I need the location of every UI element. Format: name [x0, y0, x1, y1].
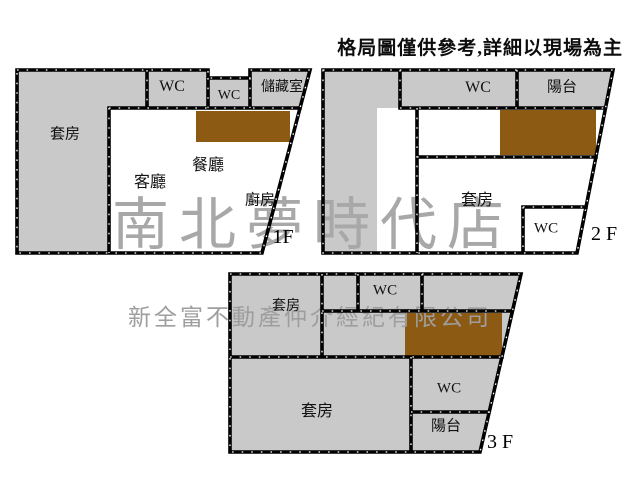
- floor1-storage-fill: [250, 70, 310, 108]
- floor2-balcony-fill: [517, 70, 613, 108]
- floor-label-3f: 3 F: [486, 431, 514, 453]
- room-label-wc-bottom-2f: WC: [533, 220, 559, 237]
- floor1-furniture-block: [196, 111, 290, 142]
- room-label-living-1f: 客廳: [133, 174, 167, 191]
- wall-tick-marks: [16, 69, 614, 453]
- floor-label-1f: 1F: [272, 226, 294, 248]
- watermark-store-name: 南北夢時代店: [112, 194, 514, 257]
- floor1-wc1-fill: [147, 70, 208, 108]
- room-label-dining-1f: 餐廳: [191, 157, 225, 174]
- room-label-wc2-1f: WC: [217, 88, 241, 103]
- floor1-suite-fill: [17, 70, 147, 253]
- room-label-suite-1f: 套房: [49, 126, 81, 143]
- floor2-left-wing-fill: [323, 70, 400, 253]
- floor-label-2f: 2 F: [590, 223, 618, 245]
- wall-lines: [15, 68, 615, 454]
- room-label-wc-right-3f: WC: [436, 380, 462, 397]
- room-label-wc-top-3f: WC: [372, 282, 398, 299]
- room-label-wc1-1f: WC: [159, 78, 185, 95]
- room-label-suite-main-3f: 套房: [300, 403, 334, 420]
- floor2-wc-top-fill: [400, 70, 517, 108]
- disclaimer-text: 格局圖僅供參考,詳細以現場為主: [337, 38, 623, 59]
- room-label-storage-1f: 儲藏室: [261, 80, 303, 95]
- room-label-balcony-2f: 陽台: [546, 79, 578, 96]
- room-label-balcony-3f: 陽台: [430, 418, 462, 435]
- room-label-suite-2f: 套房: [460, 192, 494, 209]
- room-label-wc-top-2f: WC: [465, 79, 491, 96]
- floor1-wc2-fill: [208, 78, 250, 108]
- room-label-suite-top-3f: 套房: [272, 299, 300, 314]
- floor2-furniture-block: [500, 110, 596, 155]
- room-label-kitchen-1f: 廚房: [244, 192, 276, 209]
- floor3-furniture-block: [405, 313, 502, 356]
